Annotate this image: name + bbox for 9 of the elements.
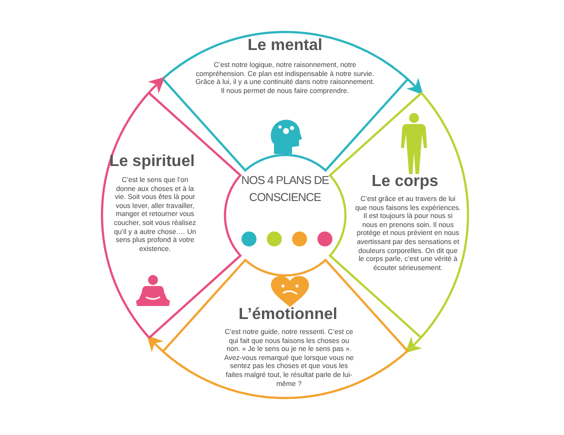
cycle-arrow: [162, 30, 424, 95]
center-title: NOS 4 PLANS DE CONSCIENCE: [240, 174, 330, 206]
cycle-arrow: [146, 335, 408, 400]
sector-heading: Le mental: [246, 37, 324, 55]
cycle-arrow: [100, 76, 165, 338]
cycle-arrow: [405, 92, 470, 354]
sector-heading: L’émotionnel: [238, 306, 338, 324]
sector-heading: Le corps: [370, 172, 440, 191]
sector-heading: Le spirituel: [108, 152, 196, 171]
